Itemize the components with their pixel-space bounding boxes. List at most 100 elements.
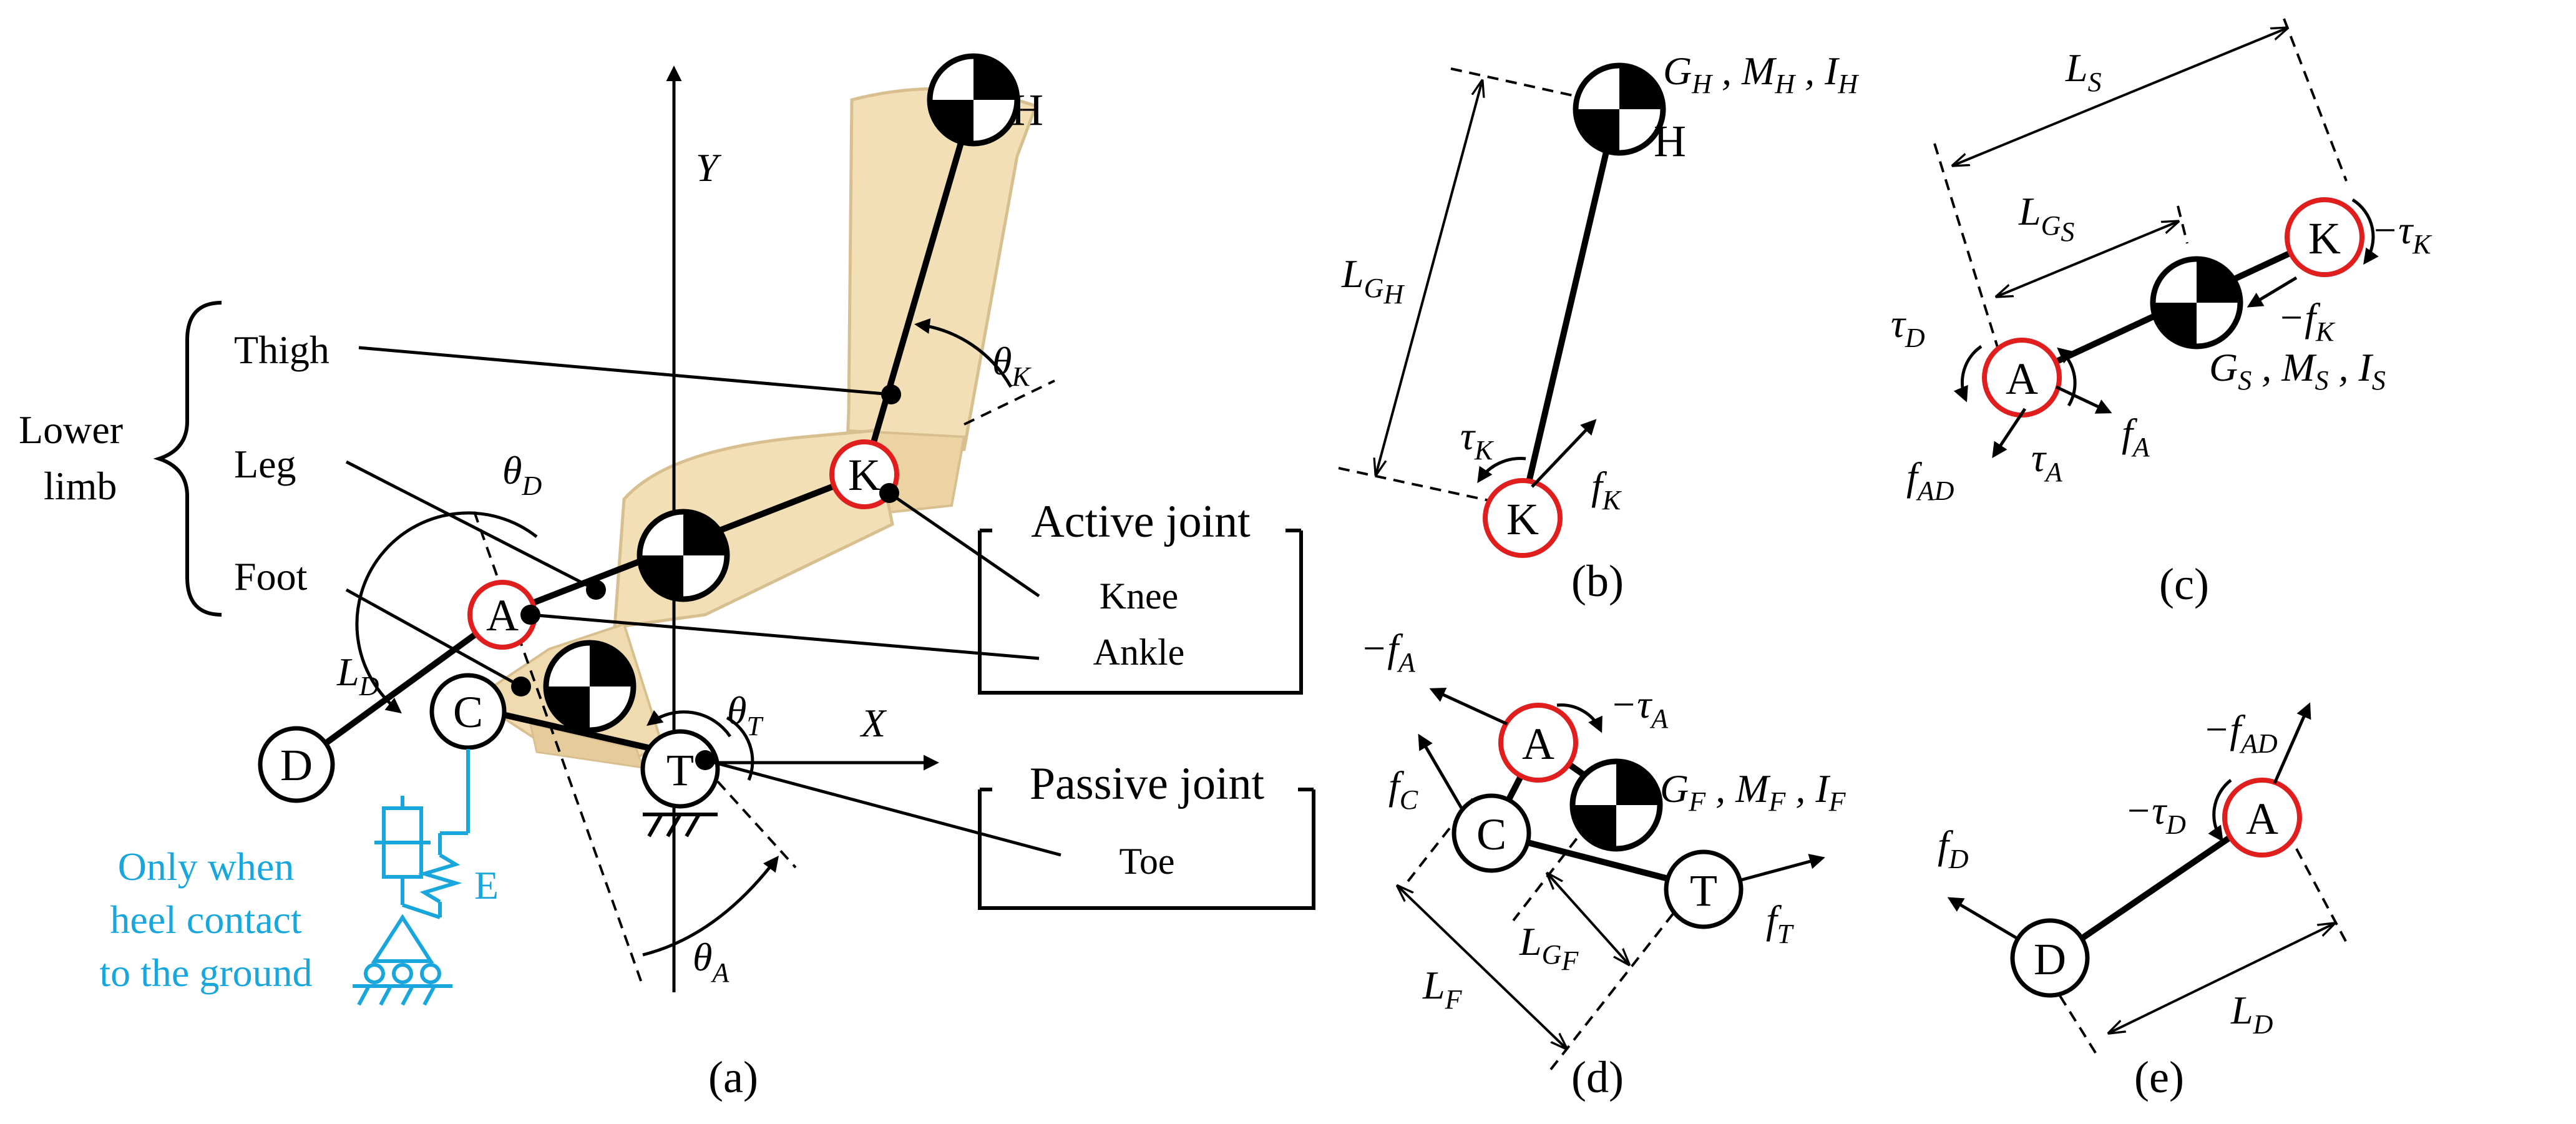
leader-lines bbox=[345, 346, 1061, 857]
svg-text:D: D bbox=[2034, 934, 2066, 984]
thigh-com-icon bbox=[930, 56, 1017, 144]
roller-support-icon bbox=[371, 914, 434, 963]
f-a-label-c: fA bbox=[2122, 411, 2150, 462]
f-c-label: fC bbox=[1388, 763, 1418, 815]
node-h-label-a: H bbox=[1011, 85, 1043, 135]
svg-text:D: D bbox=[280, 740, 313, 790]
svg-text:C: C bbox=[453, 687, 483, 737]
head-com-icon bbox=[1576, 66, 1663, 153]
svg-text:T: T bbox=[1690, 866, 1717, 916]
theta-k-arc bbox=[914, 318, 1013, 388]
neg-f-k-label: −fK bbox=[2278, 295, 2336, 347]
neg-f-a-label: −fA bbox=[1360, 626, 1416, 678]
l-gh-label: LGH bbox=[1341, 252, 1405, 310]
caption-c: (c) bbox=[2159, 559, 2209, 609]
joint-a-d: A bbox=[1498, 703, 1578, 783]
caption-a: (a) bbox=[708, 1052, 758, 1102]
l-gs-label: LGS bbox=[2018, 189, 2074, 247]
joint-d-e: D bbox=[2010, 918, 2090, 998]
joint-d-a: D bbox=[258, 726, 335, 803]
theta-t-label: θT bbox=[727, 688, 764, 741]
joint-a-e: A bbox=[2222, 778, 2302, 858]
svg-text:C: C bbox=[1476, 809, 1506, 859]
theta-a-label: θA bbox=[693, 935, 729, 988]
thigh-link bbox=[861, 99, 977, 476]
svg-text:K: K bbox=[1506, 494, 1539, 544]
theta-t-arc bbox=[646, 710, 732, 738]
caption-b: (b) bbox=[1571, 556, 1624, 606]
foot-com-icon-d bbox=[1573, 761, 1660, 849]
l-f-label: LF bbox=[1422, 963, 1463, 1015]
ground-hatch-icon bbox=[643, 813, 718, 838]
neg-f-ad-label: −fAD bbox=[2203, 707, 2278, 759]
f-ad-label-c: fAD bbox=[1906, 454, 1954, 506]
thigh-label: Thigh bbox=[234, 328, 329, 372]
joint-c-a: C bbox=[429, 673, 507, 750]
joint-a-c: A bbox=[1982, 338, 2062, 418]
foot-label: Foot bbox=[234, 554, 308, 599]
joint-t-a: T bbox=[640, 729, 720, 809]
leg-label: Leg bbox=[234, 442, 296, 486]
lower-limb-label-1: Lower bbox=[19, 408, 123, 452]
shank-com-icon bbox=[2153, 259, 2240, 346]
active-joint-title: Active joint bbox=[1031, 496, 1251, 547]
theta-d-label: θD bbox=[502, 448, 542, 501]
panel-a: Y X θK θD θT θA LD H K bbox=[19, 56, 1315, 1102]
neg-tau-k-label: −τK bbox=[2371, 208, 2432, 260]
svg-text:A: A bbox=[2246, 794, 2278, 844]
panel-c: LS LGS K A −τK −fK GS , MS , IS τD τA fA… bbox=[1891, 18, 2432, 609]
tau-a-label-c: τA bbox=[2031, 436, 2063, 487]
l-gf-label: LGF bbox=[1519, 919, 1579, 976]
svg-text:T: T bbox=[666, 745, 694, 795]
leg-com-icon bbox=[640, 512, 727, 599]
joint-t-d: T bbox=[1664, 849, 1744, 929]
joint-k-c: K bbox=[2285, 197, 2364, 277]
calf-extension-link bbox=[295, 612, 504, 768]
svg-text:A: A bbox=[486, 590, 519, 640]
neg-tau-a-label: −τA bbox=[1610, 682, 1669, 734]
panel-d: A C T −fA −τA GF , MF , IF fC fT LF LGF … bbox=[1360, 626, 1847, 1102]
theta-d-arc bbox=[355, 511, 538, 714]
axis-x-label: X bbox=[859, 701, 887, 745]
neg-tau-d-label: −τD bbox=[2125, 788, 2186, 840]
knee-label: Knee bbox=[1100, 575, 1179, 617]
panel-b: LGH H GH , MH , IH K τK fK (b) bbox=[1338, 49, 1859, 606]
lower-limb-brace bbox=[153, 301, 222, 617]
heel-contact-mechanism bbox=[353, 749, 470, 1006]
lower-limb-label-2: limb bbox=[44, 464, 117, 508]
ankle-label: Ankle bbox=[1093, 632, 1185, 673]
l-d-label-e: LD bbox=[2230, 988, 2273, 1040]
heel-note-line1: Only when bbox=[118, 844, 295, 889]
heel-note-line3: to the ground bbox=[99, 951, 312, 995]
theta-k-label: θK bbox=[992, 339, 1032, 392]
spring-icon bbox=[417, 853, 462, 904]
spring-e-label: E bbox=[474, 863, 499, 907]
axis-y-label: Y bbox=[696, 145, 722, 190]
tau-d-label: τD bbox=[1891, 301, 1925, 353]
foot-com-icon bbox=[546, 643, 633, 730]
f-d-label: fD bbox=[1938, 823, 1969, 874]
svg-text:A: A bbox=[2006, 354, 2038, 404]
panel-e: A D −fAD −τD fD LD (e) bbox=[1938, 702, 2348, 1102]
heel-note-line2: heel contact bbox=[110, 897, 302, 942]
joint-k-b: K bbox=[1483, 478, 1563, 558]
svg-text:A: A bbox=[1522, 719, 1554, 769]
node-h-label-b: H bbox=[1654, 116, 1686, 166]
gf-mf-if-label: GF , MF , IF bbox=[1660, 766, 1847, 817]
caption-e: (e) bbox=[2134, 1052, 2184, 1102]
joint-c-d: C bbox=[1451, 793, 1531, 873]
f-t-label: fT bbox=[1766, 897, 1795, 949]
l-d-label: LD bbox=[336, 650, 379, 701]
gh-mh-ih-label: GH , MH , IH bbox=[1663, 49, 1859, 99]
svg-text:K: K bbox=[848, 450, 881, 500]
passive-joint-title: Passive joint bbox=[1030, 758, 1265, 809]
toe-label: Toe bbox=[1119, 841, 1174, 882]
f-k-label-b: fK bbox=[1591, 464, 1622, 516]
gs-ms-is-label: GS , MS , IS bbox=[2209, 345, 2386, 396]
svg-text:K: K bbox=[2308, 213, 2341, 263]
l-s-label: LS bbox=[2065, 46, 2102, 97]
theta-a-arc bbox=[642, 856, 779, 957]
joint-a-a: A bbox=[467, 580, 537, 650]
tau-k-label-b: τK bbox=[1460, 414, 1495, 466]
